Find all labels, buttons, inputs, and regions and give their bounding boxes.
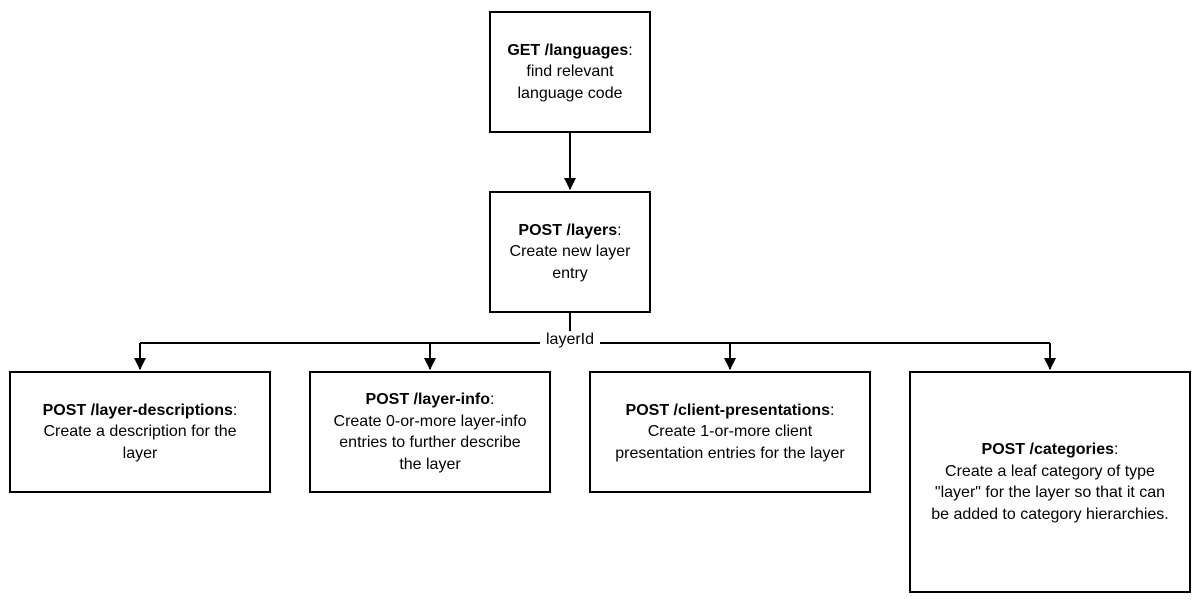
node-post-layer-descriptions: POST /layer-descriptions: Create a descr… <box>9 371 271 493</box>
node-endpoint-suffix: : <box>830 401 835 419</box>
node-description-line: Create 0-or-more layer-info <box>333 412 527 430</box>
node-description-line: "layer" for the layer so that it can <box>934 484 1166 501</box>
node-endpoint-suffix: : <box>617 221 622 239</box>
node-description-line: presentation entries for the layer <box>615 444 845 462</box>
node-endpoint: POST /client-presentations <box>625 401 831 419</box>
node-endpoint: POST /layer-info <box>365 391 490 408</box>
node-description-line: Create a description for the <box>43 423 237 441</box>
node-description-line: the layer <box>399 455 461 473</box>
node-description-line: find relevant <box>526 63 614 81</box>
node-endpoint-suffix: : <box>1114 441 1119 458</box>
node-endpoint: POST /layer-descriptions <box>42 401 233 419</box>
node-description-line: entry <box>552 264 588 282</box>
node-description-line: be added to category hierarchies. <box>931 505 1169 523</box>
node-description-line: Create 1-or-more client <box>647 423 813 441</box>
node-description-line: language code <box>517 84 623 102</box>
node-description-line: Create a leaf category of type <box>945 462 1155 480</box>
edge-label-layerid: layerId <box>540 331 600 349</box>
node-endpoint-suffix: : <box>232 401 238 419</box>
node-endpoint-suffix: : <box>628 41 633 59</box>
node-description-line: layer <box>122 444 158 462</box>
node-endpoint: GET /languages <box>507 41 629 59</box>
node-endpoint: POST /categories <box>981 441 1115 458</box>
node-get-languages: GET /languages: find relevant language c… <box>489 11 651 133</box>
node-post-layer-info: POST /layer-info: Create 0-or-more layer… <box>309 371 551 493</box>
node-post-layers: POST /layers: Create new layer entry <box>489 191 651 313</box>
node-endpoint: POST /layers <box>518 221 618 239</box>
node-post-client-presentations: POST /client-presentations: Create 1-or-… <box>589 371 871 493</box>
node-description-line: entries to further describe <box>339 434 521 451</box>
node-post-categories: POST /categories: Create a leaf category… <box>909 371 1191 593</box>
node-endpoint-suffix: : <box>490 391 495 408</box>
node-description-line: Create new layer <box>509 243 631 261</box>
